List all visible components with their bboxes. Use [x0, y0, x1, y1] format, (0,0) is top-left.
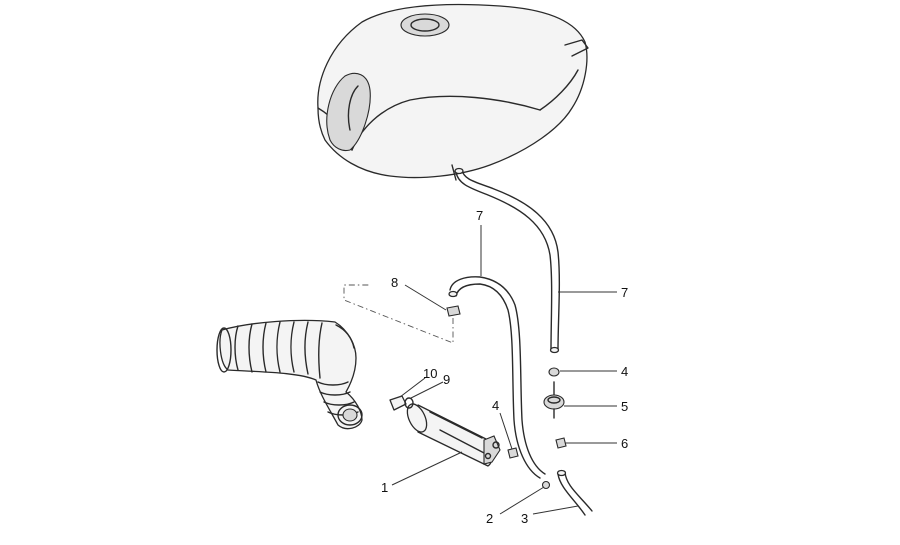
callout-1: 1 [381, 480, 388, 495]
callout-labels: 7 7 8 4 5 6 4 10 9 1 2 3 [381, 208, 628, 526]
assembly-line [343, 284, 454, 344]
callout-7-right: 7 [621, 285, 628, 300]
callout-2: 2 [486, 511, 493, 526]
clamp-item-6 [555, 437, 567, 449]
vent-hose-7-left [448, 276, 546, 479]
valve-item-5 [543, 381, 565, 419]
callout-5: 5 [621, 399, 628, 414]
clamp-item-4-upper [548, 367, 560, 377]
fuel-cap [400, 13, 450, 37]
charcoal-canister-item-1 [406, 403, 501, 467]
fitting-item-2 [541, 480, 551, 490]
callout-4-left: 4 [492, 398, 499, 413]
callout-10: 10 [423, 366, 437, 381]
duct-ribs [234, 321, 359, 416]
callout-4-right: 4 [621, 364, 628, 379]
callout-3: 3 [521, 511, 528, 526]
callout-8: 8 [391, 275, 398, 290]
bracket-item-10 [389, 395, 407, 411]
vent-hose-7-right [454, 167, 561, 354]
air-intake-duct [216, 319, 363, 430]
fuel-tank [317, 3, 589, 181]
callout-7-left: 7 [476, 208, 483, 223]
callout-6: 6 [621, 436, 628, 451]
o-ring-item-9 [404, 397, 414, 409]
clamp-item-8 [446, 305, 461, 317]
leader-lines [391, 225, 617, 515]
hose-item-3 [556, 469, 593, 516]
callout-9: 9 [443, 372, 450, 387]
clamp-item-4-lower [507, 447, 519, 459]
